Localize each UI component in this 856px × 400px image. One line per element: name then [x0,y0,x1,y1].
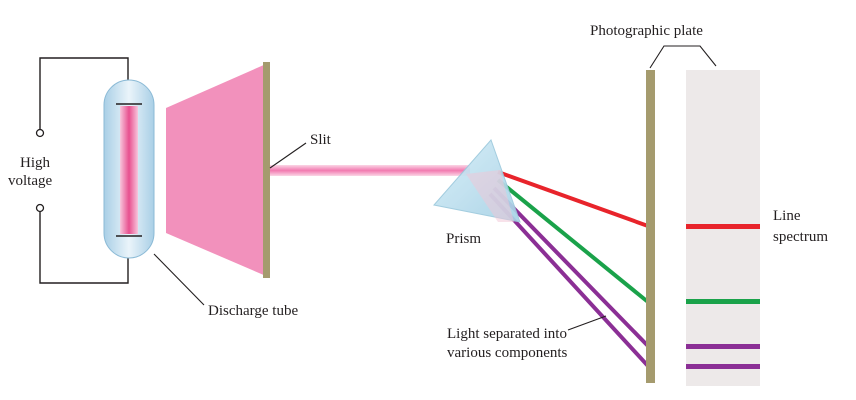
tube-glow [120,106,138,234]
slit-leader [269,142,307,169]
leader-lines [153,45,717,331]
violet-ray-1 [492,186,650,348]
discharge-tube [103,79,155,259]
spectral-line-green [686,299,760,304]
line-spectrum-label-line1: Line [773,208,801,224]
plate-barrier [646,70,655,383]
prism-label: Prism [446,231,482,247]
spectral-line-violet-2 [686,364,760,369]
high-voltage-label-line1: High [20,155,50,171]
photographic-plate-label: Photographic plate [590,23,703,39]
separated-light-label-line2: various components [447,345,568,361]
prism [433,139,521,223]
prism-dispersion [466,170,514,222]
upper-terminal [35,128,45,138]
separated-leader [567,315,607,331]
slit-barrier [263,62,270,278]
separated-light-label-line1: Light separated into [447,326,567,342]
discharge-tube-leader [153,253,205,306]
dispersed-rays [488,170,650,368]
upper-wire [39,57,129,130]
slit-label: Slit [310,132,331,148]
light-cone [166,64,266,276]
line-spectrum [686,224,760,369]
light-beam [270,165,470,176]
spectral-line-violet-1 [686,344,760,349]
lower-terminal [35,203,45,213]
lower-wire [39,210,129,284]
high-voltage-label-line2: voltage [8,173,53,189]
voltage-circuit [35,57,129,284]
violet-ray-2 [488,192,650,368]
plate-leader [649,45,717,69]
line-spectrum-label-line2: spectrum [773,229,828,245]
red-ray [497,170,649,228]
spectral-line-red [686,224,760,229]
discharge-tube-label: Discharge tube [208,303,299,319]
green-ray [496,178,650,304]
